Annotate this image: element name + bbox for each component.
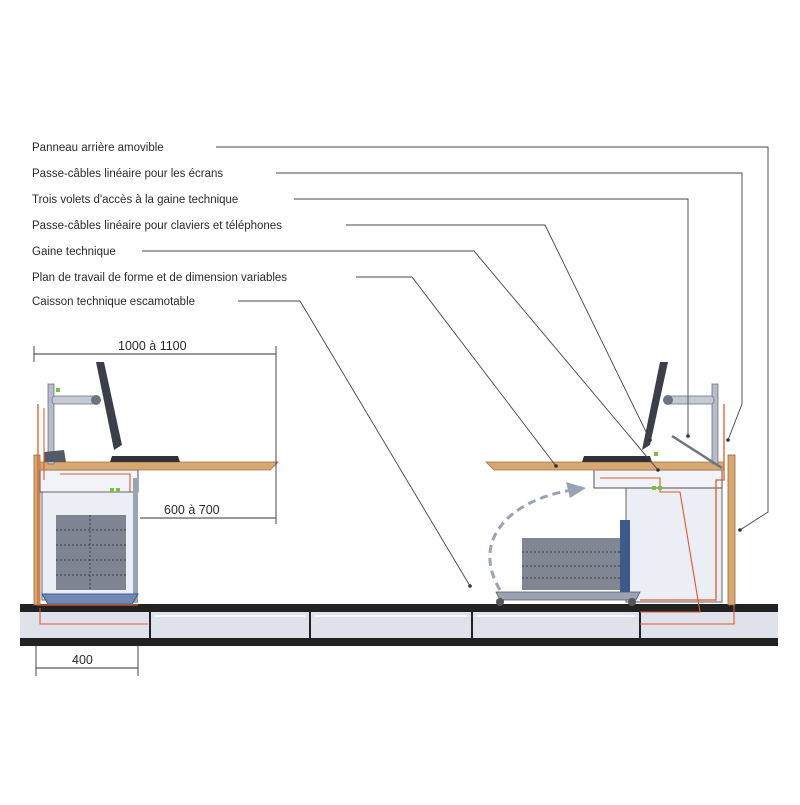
- label-worktop: Plan de travail de forme et de dimension…: [32, 272, 287, 284]
- callout-leaders: [142, 146, 769, 587]
- raised-floor: [20, 604, 778, 646]
- callout-labels: Panneau arrière amovible Passe-câbles li…: [32, 142, 287, 308]
- label-back-panel: Panneau arrière amovible: [32, 142, 164, 154]
- label-access-flaps: Trois volets d'accès à la gaine techniqu…: [32, 194, 238, 206]
- dimension-lines: [33, 346, 277, 676]
- label-technical-caisson: Caisson technique escamotable: [32, 296, 195, 308]
- left-workstation: [33, 362, 279, 625]
- dimension-knee-depth: 600 à 700: [164, 503, 220, 517]
- dimension-caisson-depth: 400: [72, 653, 93, 667]
- dimension-desk-width: 1000 à 1100: [118, 339, 187, 353]
- label-keyboard-cable-tray: Passe-câbles linéaire pour claviers et t…: [32, 220, 282, 232]
- label-technical-shaft: Gaine technique: [32, 246, 116, 258]
- label-screen-cable-tray: Passe-câbles linéaire pour les écrans: [32, 168, 223, 180]
- right-workstation: [485, 362, 736, 625]
